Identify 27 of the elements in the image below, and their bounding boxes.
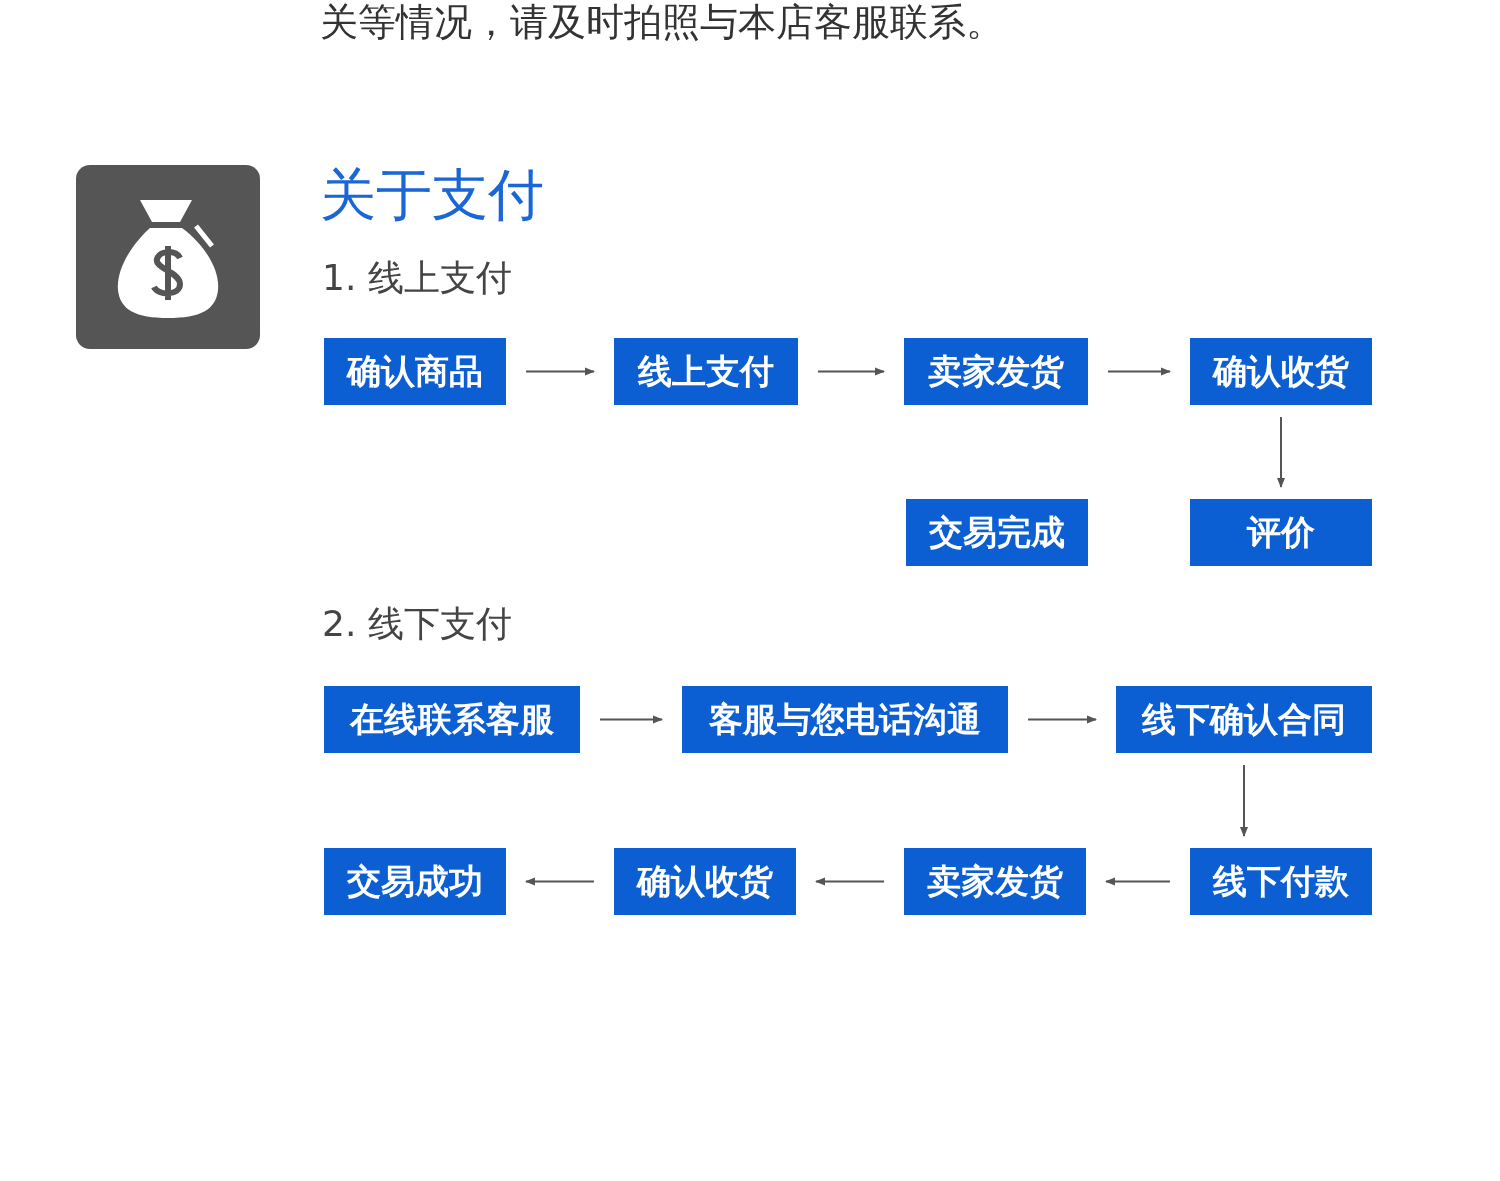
arrow	[1240, 764, 1248, 837]
arrow	[1107, 367, 1171, 376]
process-box: 卖家发货	[904, 848, 1086, 915]
process-box: 在线联系客服	[324, 686, 580, 753]
arrow	[599, 715, 663, 724]
arrow	[525, 877, 595, 886]
process-box: 线下付款	[1190, 848, 1372, 915]
heading: 关于支付	[320, 161, 544, 229]
process-box: 客服与您电话沟通	[682, 686, 1008, 753]
process-box: 交易成功	[324, 848, 506, 915]
process-box: 确认商品	[324, 338, 506, 405]
note-text: 关等情况，请及时拍照与本店客服联系。	[320, 2, 1004, 44]
section-heading: 1. 线上支付	[322, 258, 512, 298]
process-box: 卖家发货	[904, 338, 1088, 405]
process-box: 评价	[1190, 499, 1372, 566]
arrow	[817, 367, 885, 376]
process-box: 线下确认合同	[1116, 686, 1372, 753]
process-box: 线上支付	[614, 338, 798, 405]
arrow	[1027, 715, 1097, 724]
arrow	[815, 877, 885, 886]
arrow	[525, 367, 595, 376]
section-heading: 2. 线下支付	[322, 604, 512, 644]
process-box: 确认收货	[1190, 338, 1372, 405]
arrow	[1277, 416, 1285, 488]
process-box: 交易完成	[906, 499, 1088, 566]
arrow	[1105, 877, 1171, 886]
process-box: 确认收货	[614, 848, 796, 915]
